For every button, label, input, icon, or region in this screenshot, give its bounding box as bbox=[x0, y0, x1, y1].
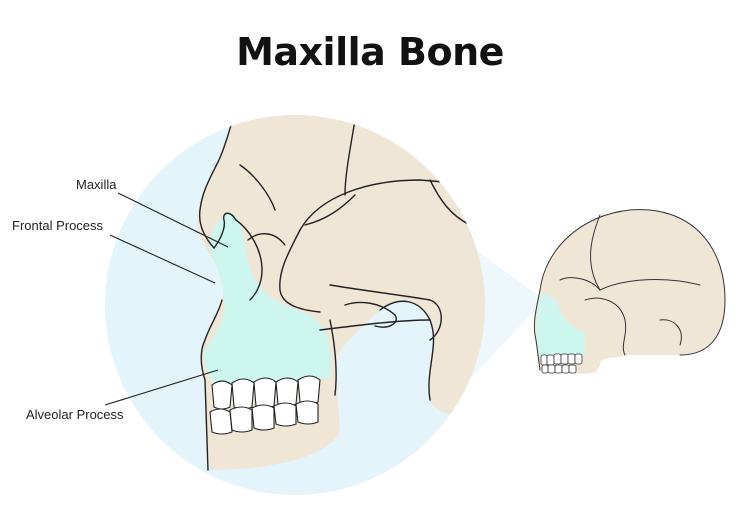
label-maxilla: Maxilla bbox=[76, 177, 117, 192]
zoomed-skull bbox=[197, 115, 485, 471]
maxilla-highlight bbox=[204, 212, 331, 385]
zoomed-teeth bbox=[209, 375, 321, 435]
diagram-title: Maxilla Bone bbox=[236, 30, 504, 74]
maxilla-leader-line bbox=[117, 192, 229, 248]
reference-skull bbox=[533, 209, 726, 374]
reference-maxilla-highlight bbox=[536, 294, 585, 357]
label-alveolar-process: Alveolar Process bbox=[26, 407, 124, 422]
alveolar-process-leader-line bbox=[104, 369, 219, 406]
label-frontal-process: Frontal Process bbox=[12, 218, 104, 233]
frontal-process-leader-line bbox=[109, 234, 216, 284]
